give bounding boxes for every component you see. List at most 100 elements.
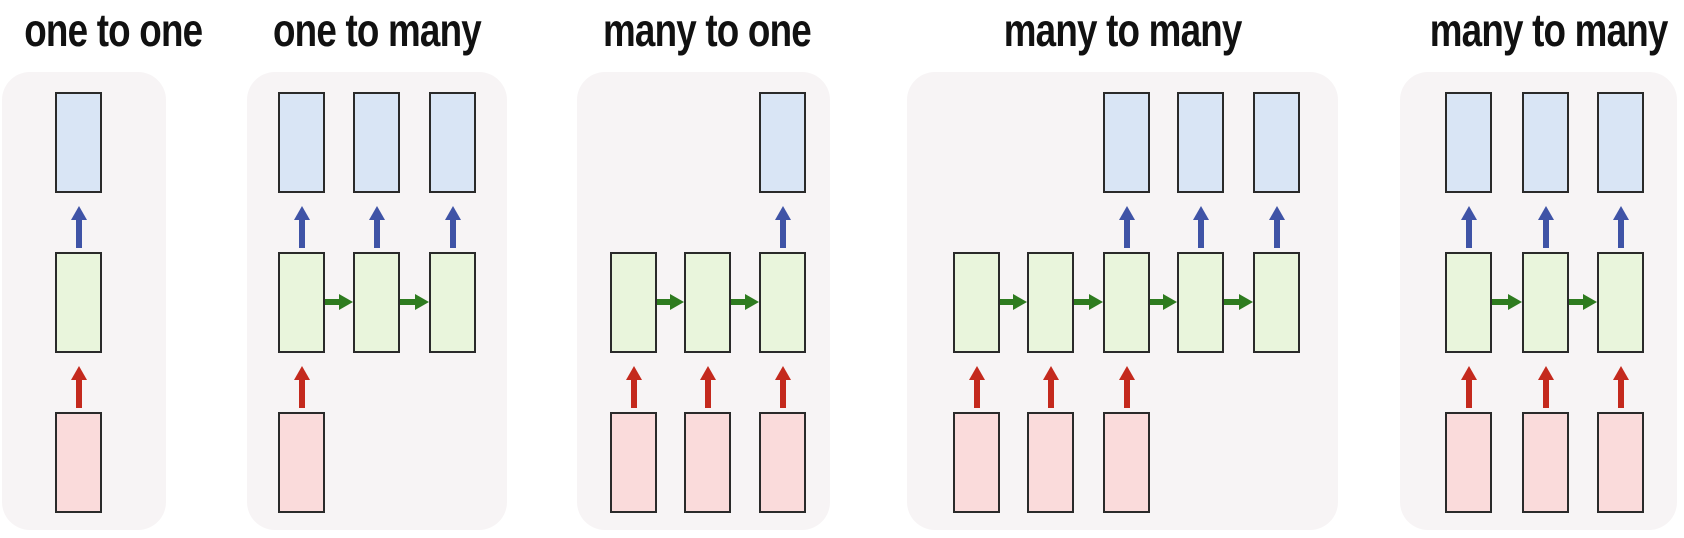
arrow-stem [973,380,980,408]
panel-title-one-to-one: one to one [2,2,203,58]
arrow-head [444,206,461,220]
arrow-stem [630,380,637,408]
arrow-head [774,366,791,380]
arrow-stem [1492,299,1508,305]
hidden-state-box [1522,252,1569,353]
panel-title-text: one to many [273,4,482,56]
hidden-state-box [55,252,102,353]
arrow-head [1460,366,1477,380]
panel-many-to-many-synced [1400,72,1677,530]
hidden-state-box [684,252,731,353]
arrow-stem [373,220,380,248]
hidden-state-box [353,252,400,353]
input-box [1027,412,1074,513]
hidden-to-output-arrow [70,206,87,248]
hidden-to-hidden-arrow [1150,294,1177,311]
output-box [353,92,400,193]
hidden-to-hidden-arrow [1492,294,1522,311]
hidden-to-hidden-arrow [1569,294,1597,311]
input-to-hidden-arrow [1042,366,1059,408]
hidden-to-output-arrow [1268,206,1285,248]
input-to-hidden-arrow [1612,366,1629,408]
arrow-stem [400,299,415,305]
arrow-head [339,294,353,310]
arrow-stem [657,299,670,305]
panel-title-many-to-many-seq2seq: many to many [907,2,1338,58]
arrow-head [1042,366,1059,380]
arrow-stem [1542,220,1549,248]
output-box [1597,92,1644,193]
input-box [278,412,325,513]
arrow-stem [1617,380,1624,408]
arrow-head [1612,206,1629,220]
panel-many-to-one [577,72,830,530]
arrow-head [1089,294,1103,310]
output-box [759,92,806,193]
panel-title-text: many to many [1003,4,1243,56]
panel-title-many-to-many-synced: many to many [1400,2,1677,58]
arrow-stem [1000,299,1013,305]
hidden-to-output-arrow [1612,206,1629,248]
arrow-stem [449,220,456,248]
input-to-hidden-arrow [625,366,642,408]
arrow-head [70,206,87,220]
arrow-stem [1542,380,1549,408]
arrow-stem [75,380,82,408]
input-to-hidden-arrow [968,366,985,408]
arrow-head [968,366,985,380]
arrow-stem [325,299,339,305]
input-box [1597,412,1644,513]
arrow-head [293,366,310,380]
arrow-stem [704,380,711,408]
input-box [953,412,1000,513]
input-box [759,412,806,513]
hidden-to-output-arrow [444,206,461,248]
input-to-hidden-arrow [293,366,310,408]
arrow-head [1537,206,1554,220]
output-box [1445,92,1492,193]
panel-title-many-to-one: many to one [577,2,830,58]
panel-one-to-many [247,72,507,530]
hidden-to-output-arrow [774,206,791,248]
input-box [1103,412,1150,513]
arrow-head [670,294,684,310]
arrow-stem [1224,299,1239,305]
hidden-state-box [429,252,476,353]
hidden-state-box [610,252,657,353]
arrow-head [415,294,429,310]
hidden-to-output-arrow [368,206,385,248]
hidden-to-hidden-arrow [1224,294,1253,311]
arrow-stem [298,380,305,408]
input-to-hidden-arrow [1460,366,1477,408]
hidden-state-box [1253,252,1300,353]
arrow-head [745,294,759,310]
hidden-to-hidden-arrow [731,294,759,311]
panel-title-text: one to one [24,4,203,56]
hidden-to-output-arrow [1537,206,1554,248]
hidden-to-output-arrow [1118,206,1135,248]
panel-title-one-to-many: one to many [247,2,507,58]
input-box [1522,412,1569,513]
hidden-state-box [1597,252,1644,353]
arrow-stem [1569,299,1583,305]
arrow-head [293,206,310,220]
arrow-stem [779,380,786,408]
arrow-stem [1074,299,1089,305]
arrow-head [1163,294,1177,310]
hidden-to-output-arrow [293,206,310,248]
hidden-state-box [1027,252,1074,353]
hidden-state-box [1445,252,1492,353]
hidden-state-box [1103,252,1150,353]
arrow-stem [1123,380,1130,408]
hidden-to-hidden-arrow [325,294,353,311]
arrow-head [774,206,791,220]
hidden-to-hidden-arrow [657,294,684,311]
input-to-hidden-arrow [774,366,791,408]
hidden-to-hidden-arrow [1074,294,1103,311]
hidden-to-output-arrow [1192,206,1209,248]
input-to-hidden-arrow [699,366,716,408]
input-box [610,412,657,513]
arrow-head [70,366,87,380]
arrow-head [1612,366,1629,380]
panel-one-to-one [2,72,166,530]
